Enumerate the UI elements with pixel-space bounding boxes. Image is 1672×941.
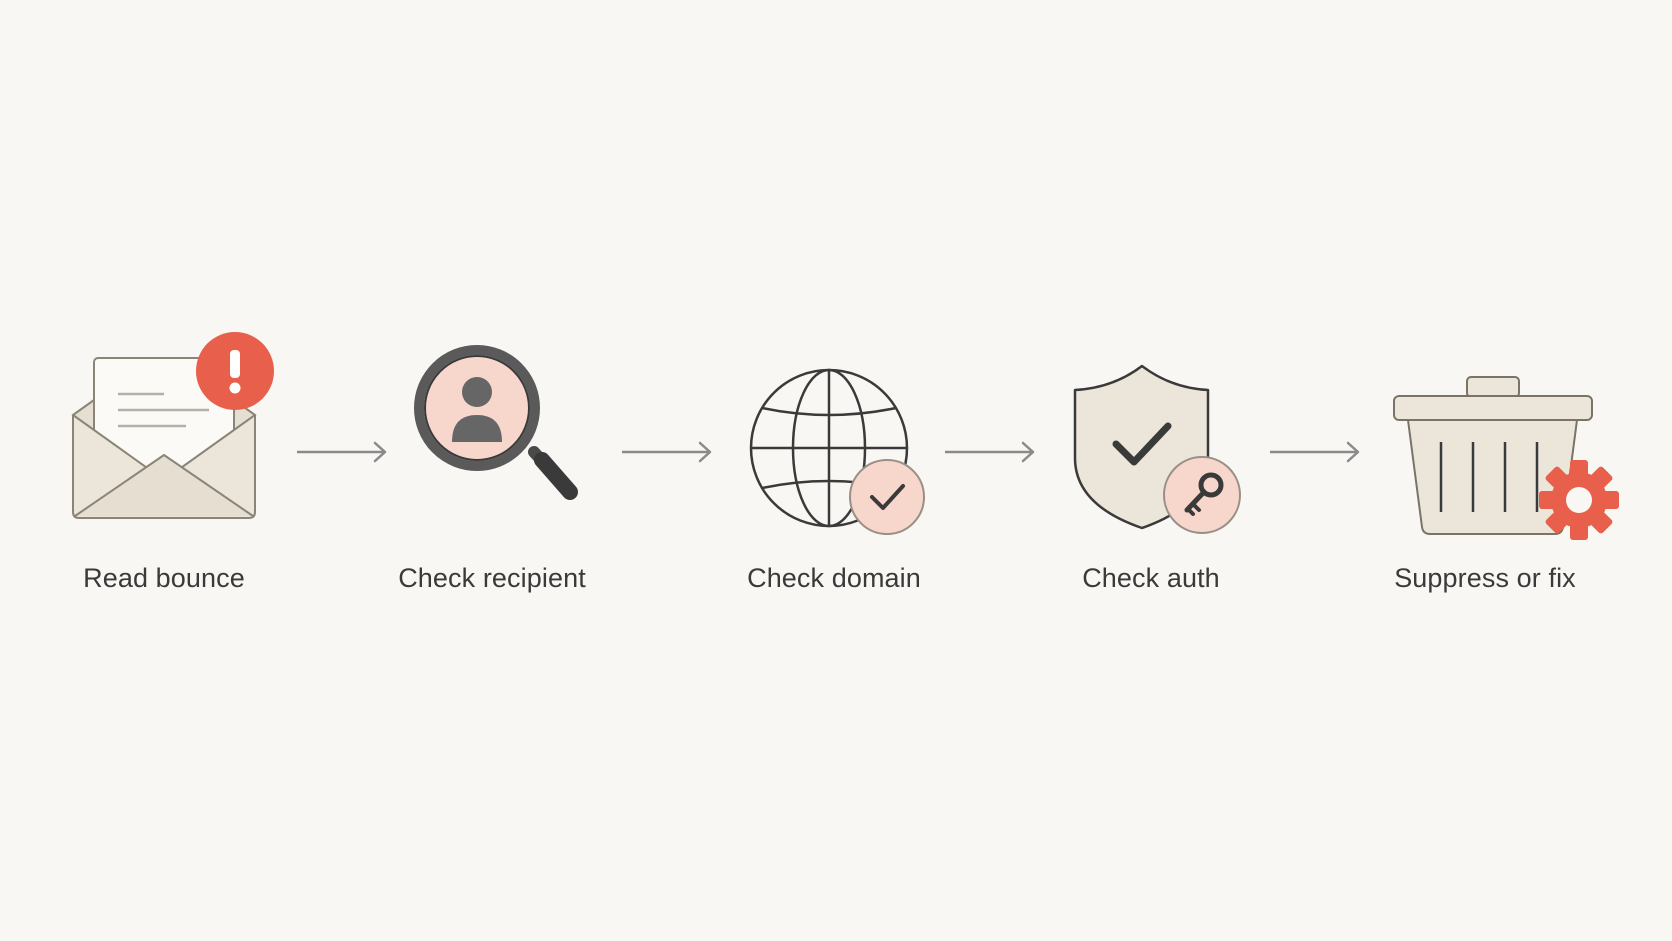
step-label: Read bounce <box>83 563 245 593</box>
arrow-right-icon <box>945 441 1035 463</box>
step-check-recipient: Check recipient <box>342 0 642 941</box>
globe-check-icon <box>684 340 984 540</box>
arrow-right-icon <box>622 441 712 463</box>
shield-key-icon <box>1001 340 1301 540</box>
envelope-alert-icon <box>14 332 314 540</box>
step-label: Check auth <box>1082 563 1220 593</box>
trash-gear-icon <box>1335 340 1635 540</box>
step-label: Check domain <box>747 563 921 593</box>
step-suppress-or-fix: Suppress or fix <box>1335 0 1635 941</box>
arrow-right-icon <box>1270 441 1360 463</box>
step-label: Check recipient <box>398 563 586 593</box>
step-label: Suppress or fix <box>1394 563 1576 593</box>
user-search-icon <box>342 340 642 540</box>
arrow-right-icon <box>297 441 387 463</box>
step-check-auth: Check auth <box>1001 0 1301 941</box>
step-check-domain: Check domain <box>684 0 984 941</box>
step-read-bounce: Read bounce <box>14 0 314 941</box>
